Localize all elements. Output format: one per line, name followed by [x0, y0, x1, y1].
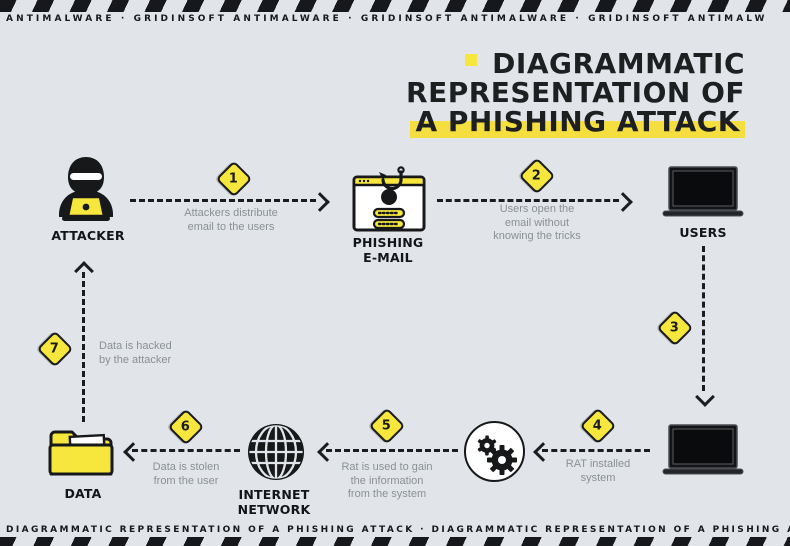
hazard-stripes-top: [0, 0, 790, 12]
phishing-email-icon: [352, 166, 426, 232]
arrow-1-head: [310, 192, 330, 212]
step-5-badge: 5: [368, 407, 406, 445]
gears-circle: [464, 421, 525, 482]
arrow-5-line: [326, 449, 458, 452]
arrow-2-line: [437, 199, 619, 202]
title-line-2: REPRESENTATION OF: [406, 76, 745, 109]
rat-system-laptop-icon: [662, 424, 744, 475]
step-5-caption: Rat is used to gain the information from…: [341, 461, 433, 500]
step-6-badge: 6: [167, 408, 205, 446]
ticker-top: ANTIMALWARE · GRIDINSOFT ANTIMALWARE · G…: [6, 14, 768, 24]
users-label: USERS: [679, 225, 727, 240]
step-4-caption: RAT installed system: [565, 458, 631, 484]
arrow-4-line: [542, 449, 650, 452]
arrow-4-head: [533, 442, 553, 462]
arrow-2-head: [613, 192, 633, 212]
title-bullet-square: [465, 54, 478, 66]
internet-label: INTERNET NETWORK: [237, 487, 311, 517]
step-6-caption: Data is stolen from the user: [152, 461, 220, 487]
page-title: DIAGRAMMATIC REPRESENTATION OF A PHISHIN…: [406, 47, 745, 138]
attacker-label: ATTACKER: [51, 228, 125, 243]
arrow-7-line: [82, 272, 85, 422]
arrow-6-line: [132, 449, 240, 452]
ticker-bottom: DIAGRAMMATIC REPRESENTATION OF A PHISHIN…: [6, 525, 790, 535]
step-2-badge: 2: [518, 157, 556, 195]
internet-globe-icon: [248, 424, 304, 480]
arrow-5-head: [317, 442, 337, 462]
title-line-3: A PHISHING ATTACK: [410, 105, 745, 138]
arrow-1-line: [130, 199, 316, 202]
step-4-badge: 4: [579, 407, 617, 445]
step-7-badge: 7: [36, 330, 74, 368]
step-1-badge: 1: [215, 160, 253, 198]
arrow-3-head: [695, 387, 715, 407]
arrow-7-head: [74, 261, 94, 281]
hazard-stripes-bottom: [0, 537, 790, 546]
phishing-email-label: PHISHING E-MAIL: [352, 235, 424, 265]
step-1-caption: Attackers distribute email to the users: [184, 207, 278, 233]
hacker-icon: [59, 157, 113, 221]
step-7-caption: Data is hacked by the attacker: [99, 340, 172, 366]
arrow-3-line: [702, 246, 705, 391]
data-folder-icon: [48, 430, 114, 476]
gears-icon: [477, 435, 517, 475]
users-laptop-icon: [662, 166, 744, 217]
data-label: DATA: [64, 486, 102, 501]
arrow-6-head: [123, 442, 143, 462]
title-line-1: DIAGRAMMATIC: [492, 47, 745, 80]
step-2-caption: Users open the email without knowing the…: [493, 203, 581, 242]
step-3-badge: 3: [656, 309, 694, 347]
